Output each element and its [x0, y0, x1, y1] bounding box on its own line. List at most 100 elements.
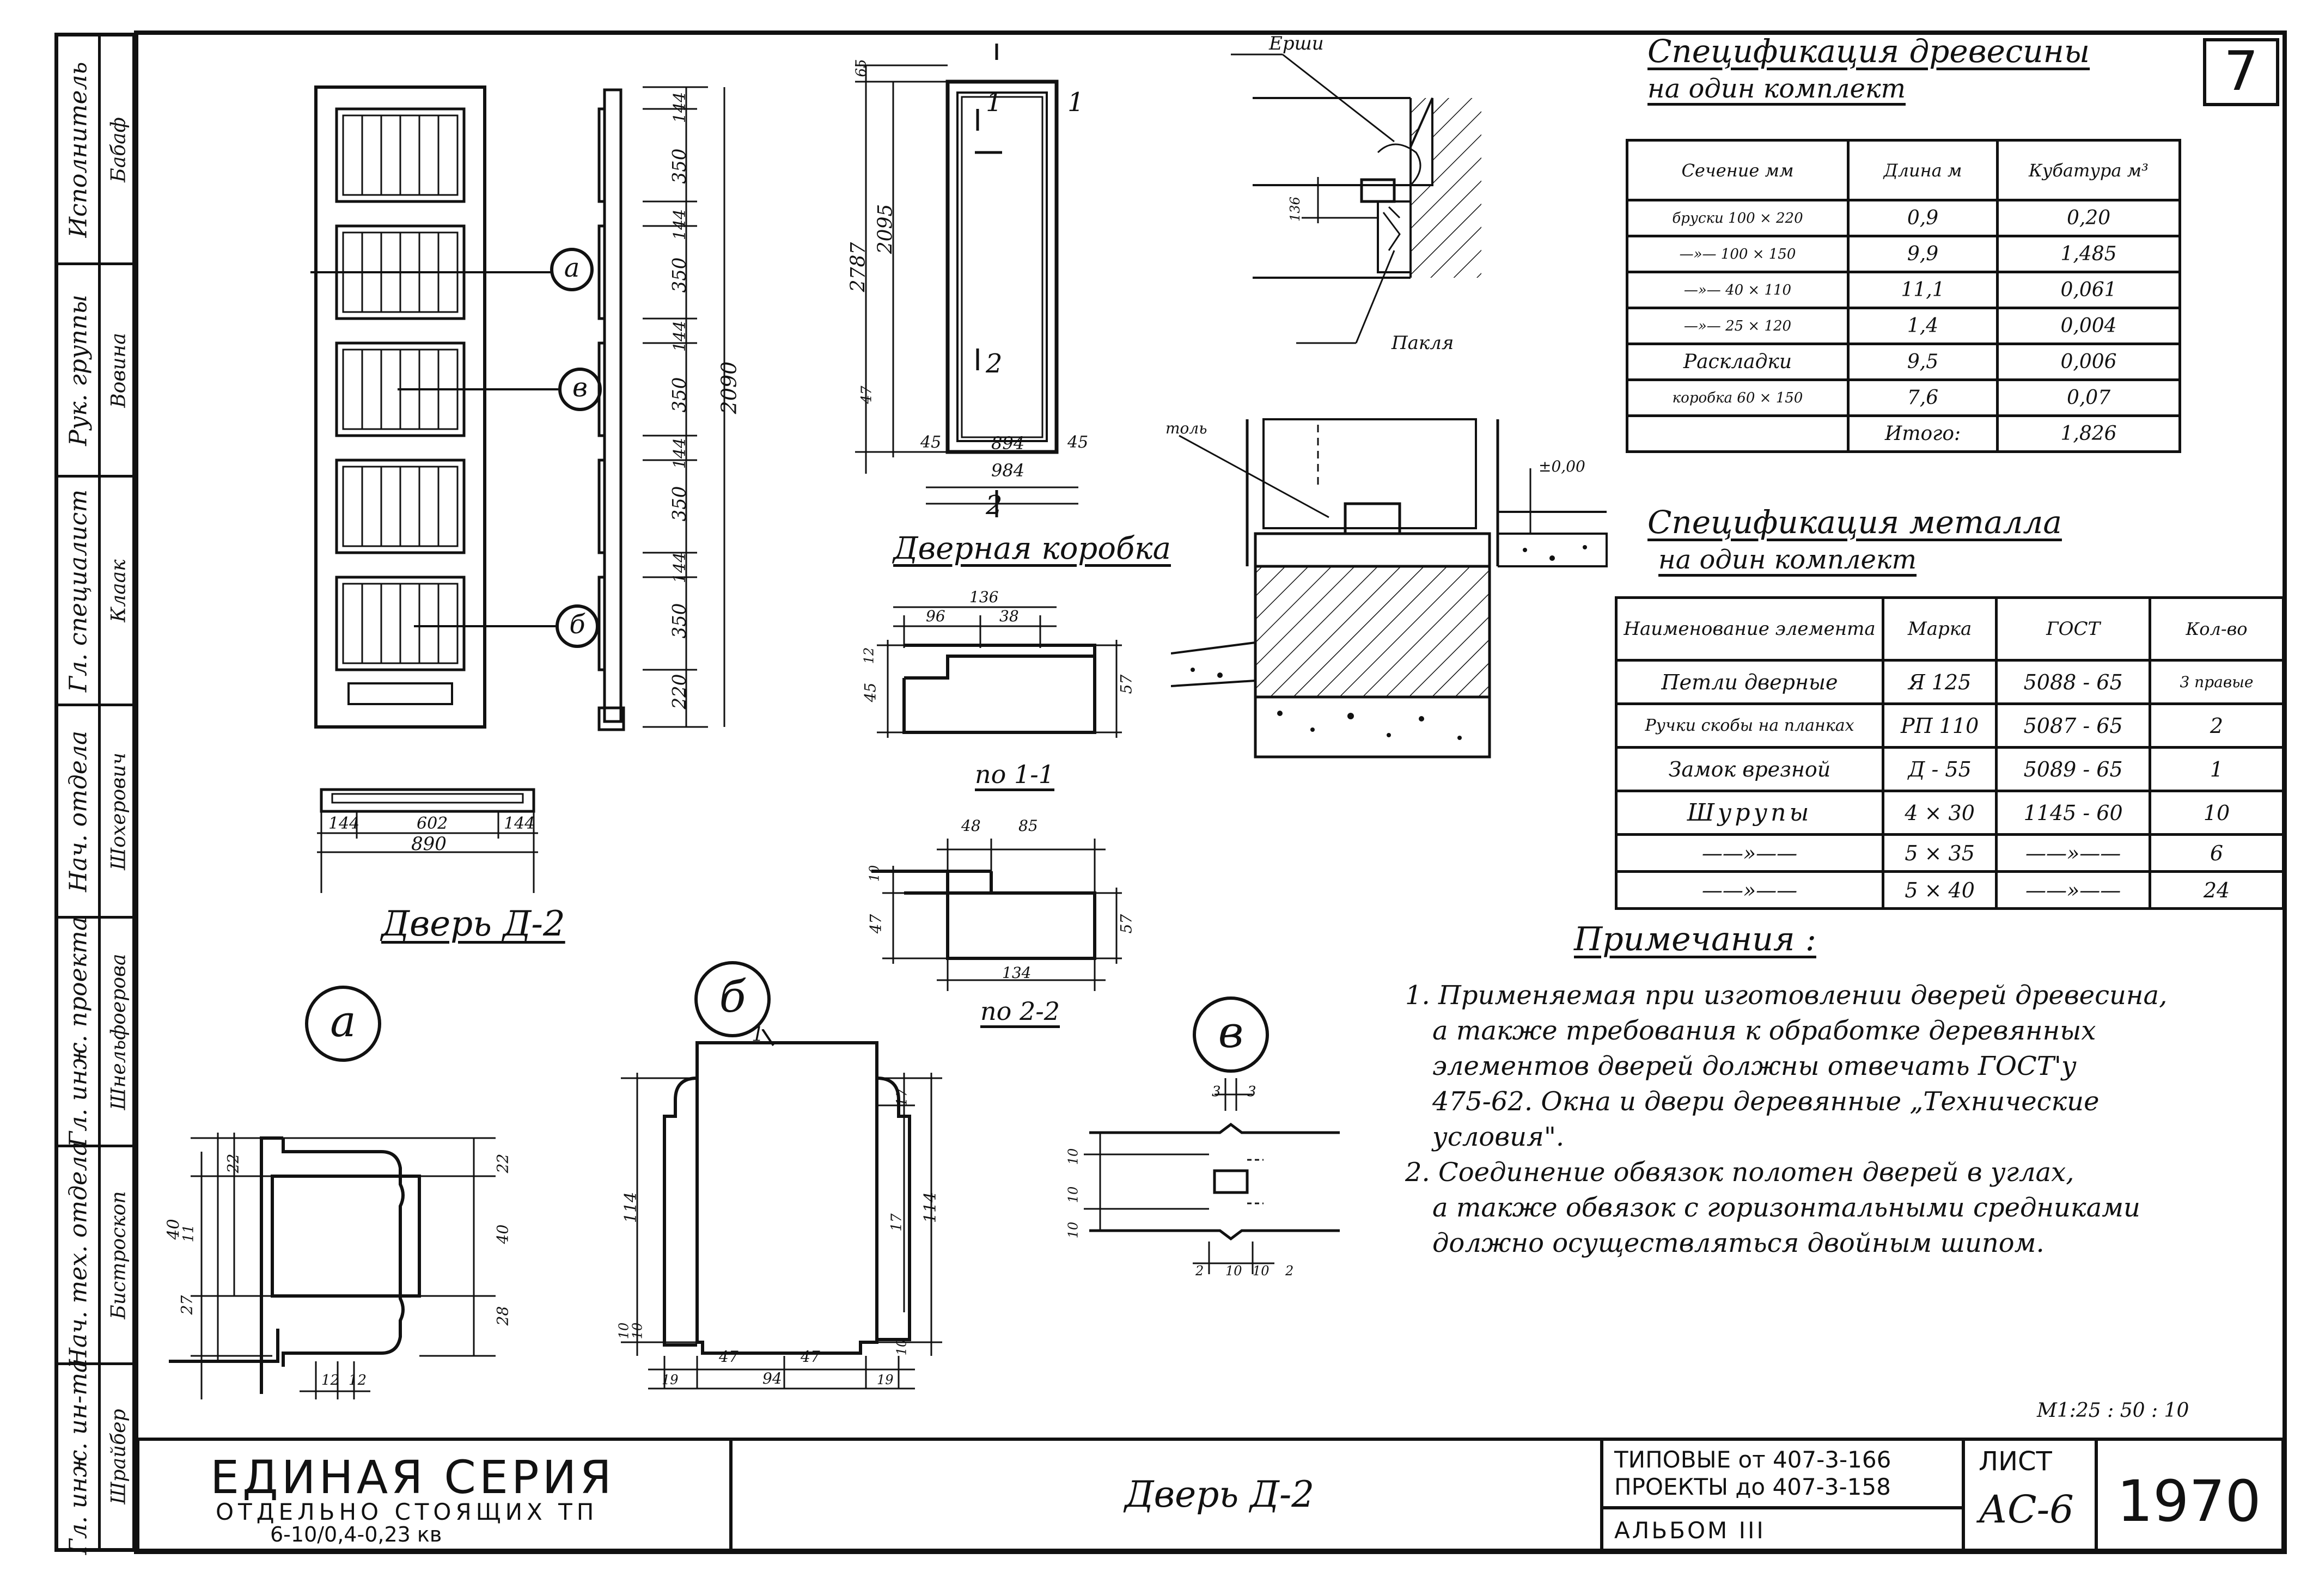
series-line-3: 6-10/0,4-0,23 кв: [270, 1522, 442, 1546]
dim-label: 144: [328, 814, 360, 833]
table-cell: ——»——: [1615, 870, 1884, 910]
dim-label: 350: [668, 257, 691, 293]
dim-label: 12: [321, 1372, 340, 1389]
metal-header: ГОСТ: [1995, 596, 2151, 662]
table-cell: Шурупы: [1615, 790, 1884, 836]
title-block-series: ЕДИНАЯ СЕРИЯ ОТДЕЛЬНО СТОЯЩИХ ТП 6-10/0,…: [136, 1438, 733, 1552]
stamp-signature: Клаак: [107, 559, 130, 622]
dim-label: 47: [858, 386, 875, 404]
stamp-signature: Шнельфоерова: [107, 953, 130, 1110]
section-mark-2: 2: [986, 348, 1003, 379]
detail-a: [169, 1133, 496, 1399]
series-line-2: ОТДЕЛЬНО СТОЯЩИХ ТП: [216, 1499, 599, 1525]
dim-label: 22: [493, 1153, 512, 1173]
table-cell: 5 × 35: [1881, 833, 1998, 873]
table-cell: 5089 - 65: [1995, 746, 2151, 792]
stamp-signature: Шохерович: [107, 752, 130, 870]
note-line: условия".: [1432, 1122, 1565, 1152]
table-cell: Я 125: [1881, 659, 1998, 705]
sheet-code: АС-6: [1979, 1487, 2074, 1532]
dim-label: 12: [349, 1372, 367, 1389]
table-cell: ——»——: [1995, 833, 2151, 873]
title-block-project: ТИПОВЫЕ от 407-3-166 ПРОЕКТЫ до 407-3-15…: [1600, 1438, 1965, 1552]
note-line: элементов дверей должны отвечать ГОСТ'у: [1432, 1051, 2077, 1081]
dim-label: 10: [894, 1338, 910, 1356]
frame-title: Дверная коробка: [893, 531, 1171, 566]
dim-label: 17: [894, 1088, 911, 1106]
table-cell: 11,1: [1846, 271, 1999, 309]
stamp-role: Рук. группы: [64, 294, 92, 446]
dim-label: 144: [504, 814, 535, 833]
table-row: —»— 40 × 110 11,1 0,061: [1626, 271, 2181, 309]
dim-label: 10: [1225, 1263, 1242, 1279]
table-cell: 9,9: [1846, 235, 1999, 273]
wood-header: Длина м: [1846, 139, 1999, 201]
table-cell: —»— 25 × 120: [1626, 307, 1850, 345]
dim-label: 11: [180, 1224, 197, 1243]
dim-label: 57: [1117, 914, 1136, 934]
dim-label: 350: [668, 148, 691, 184]
scale-label: М1:25 : 50 : 10: [2037, 1399, 2189, 1422]
metal-header: Наименование элемента: [1615, 596, 1884, 662]
dim-label: 45: [1067, 433, 1089, 452]
album-label: АЛЬБОМ III: [1614, 1517, 1766, 1544]
dim-label: 144: [670, 209, 690, 241]
dim-label: 10: [866, 865, 882, 882]
stamp-role: Гл. специалист: [64, 489, 92, 692]
dim-label: 10: [1253, 1263, 1270, 1279]
typical-line-1: ТИПОВЫЕ от 407-3-166: [1614, 1446, 1891, 1473]
table-row: Ручки скобы на планках РП 110 5087 - 65 …: [1615, 702, 2285, 749]
table-cell: 7,6: [1846, 378, 1999, 417]
metal-spec-table: Наименование элемента Марка ГОСТ Кол-во …: [1615, 596, 2285, 910]
table-cell: 0,07: [1996, 378, 2181, 417]
table-row: —»— 100 × 150 9,9 1,485: [1626, 235, 2181, 273]
section-1-1: [877, 606, 1122, 738]
wall-anchor-detail: [1231, 53, 1481, 344]
metal-spec-title: Спецификация металла: [1647, 504, 2062, 541]
dim-label: 47: [801, 1348, 820, 1366]
section-mark-1: 1: [986, 87, 1003, 118]
dim-label: 350: [668, 486, 691, 522]
section-1-1-title: по 1-1: [975, 760, 1055, 789]
table-cell: РП 110: [1881, 702, 1998, 749]
callout-a-marker: а: [550, 248, 594, 291]
detail-a-marker: а: [305, 986, 381, 1062]
dim-label: 28: [493, 1306, 512, 1326]
dim-label: 2787: [847, 242, 870, 292]
table-cell: ——»——: [1615, 833, 1884, 873]
table-row: коробка 60 × 150 7,6 0,07: [1626, 378, 2181, 417]
stamp-row: Нач. тех. отдела Бистроскоп: [58, 1141, 132, 1368]
dim-label: 3: [1212, 1084, 1221, 1100]
dim-label: 40: [493, 1224, 512, 1244]
table-cell: 6: [2149, 833, 2285, 873]
table-cell: 0,006: [1996, 343, 2181, 381]
dim-label: 17: [888, 1213, 905, 1232]
table-cell: 2: [2149, 702, 2285, 749]
table-cell: 1,4: [1846, 307, 1999, 345]
table-cell: Замок врезной: [1615, 746, 1884, 792]
stamp-row: Исполнитель Бабаф: [58, 36, 132, 265]
dim-label: 65: [853, 59, 870, 77]
table-cell: 1145 - 60: [1995, 790, 2151, 836]
stamp-signature: Вовина: [107, 332, 130, 408]
dim-label: 47: [719, 1348, 739, 1366]
dim-label: 12: [861, 647, 877, 664]
threshold-detail: [1171, 418, 1608, 759]
note-line: а также требования к обработке деревянны…: [1432, 1016, 2096, 1046]
section-mark-2: 2: [986, 490, 1003, 521]
section-2-2-title: по 2-2: [980, 996, 1060, 1026]
stamp-signature: Бабаф: [107, 117, 130, 182]
dim-label: 19: [877, 1372, 894, 1387]
table-cell: бруски 100 × 220: [1626, 199, 1850, 237]
dim-label: 19: [662, 1372, 679, 1387]
table-cell: Петли дверные: [1615, 659, 1884, 705]
approval-stamp: Исполнитель Бабаф Рук. группы Вовина Гл.…: [54, 33, 136, 1555]
dim-label: 45: [920, 433, 942, 452]
table-row: Итого: 1,826: [1626, 414, 2181, 453]
dim-label: 2: [1285, 1263, 1294, 1279]
detail-v: [1084, 1078, 1340, 1274]
dim-label: 1: [752, 1024, 764, 1046]
table-row: —»— 25 × 120 1,4 0,004: [1626, 307, 2181, 345]
dim-label: 48: [961, 817, 981, 835]
